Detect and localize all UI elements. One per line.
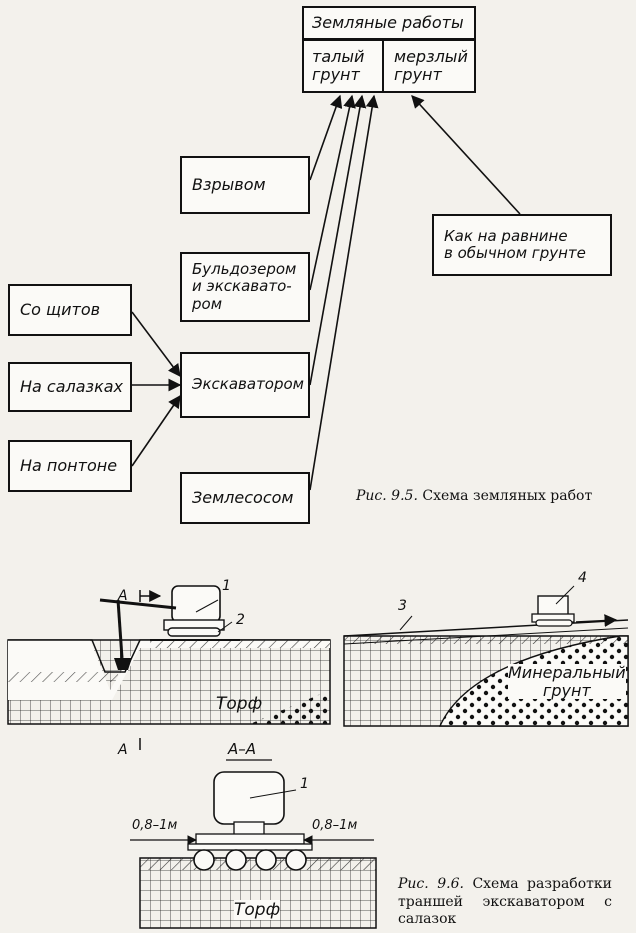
support-shields-label: Со щитов (20, 299, 101, 319)
fig96-caption-text: Схема разработки траншей экскаватором с … (398, 876, 612, 927)
soil-peat-section-label: Торф (234, 900, 281, 920)
section-aa-title: А–А (228, 740, 257, 758)
callout-4: 4 (578, 570, 587, 586)
fig96-right-panel (343, 585, 629, 727)
dim-right: 0,8–1м (312, 818, 358, 833)
section-a-bottom: А (118, 742, 128, 758)
callout-1-section: 1 (300, 776, 309, 792)
support-sledges-label: На салазках (20, 376, 123, 396)
callout-2: 2 (236, 612, 245, 628)
arrow-blast (309, 94, 343, 181)
arrow-dredge (309, 94, 379, 491)
thawed-soil-label: талый грунт (312, 46, 365, 84)
soil-mineral-label: Минеральный грунт (508, 663, 626, 700)
arrow-shields (131, 311, 181, 378)
method-box-dredge: Землесосом (180, 472, 310, 524)
method-box-blast: Взрывом (180, 156, 310, 214)
arrow-plain (411, 95, 521, 215)
method-bulldozer-label: Бульдозером и экскавато- ром (192, 260, 297, 313)
method-box-plain: Как на равнине в обычном грунте (432, 214, 612, 276)
fig95-caption: Рис. 9.5. Схема земляных работ (356, 488, 608, 506)
method-box-excavator: Экскаватором (180, 352, 310, 418)
method-plain-label: Как на равнине в обычном грунте (444, 226, 586, 262)
root-box-earthworks: Земляные работы (302, 6, 476, 40)
frozen-soil-label: мерзлый грунт (394, 46, 468, 84)
method-excavator-label: Экскаватором (192, 375, 304, 394)
fig95-arrows (131, 94, 521, 491)
fig96-left-panel (7, 585, 331, 750)
fig95-caption-label: Рис. 9.5. (356, 488, 418, 504)
arrow-excavator (309, 94, 367, 386)
fig96-caption-label: Рис. 9.6. (398, 876, 464, 892)
fig96-caption: Рис. 9.6. Схема разработки траншей экска… (398, 876, 612, 929)
dim-left: 0,8–1м (132, 818, 178, 833)
support-box-sledges: На салазках (8, 362, 132, 412)
arrow-pontoon (131, 394, 181, 467)
method-blast-label: Взрывом (192, 174, 266, 194)
arrow-bulldozer (309, 94, 356, 291)
soil-peat-label: Торф (216, 694, 263, 714)
method-dredge-label: Землесосом (192, 487, 294, 507)
section-a-top: А (118, 588, 128, 604)
frozen-soil-box: мерзлый грунт (382, 39, 476, 93)
callout-3: 3 (398, 598, 407, 614)
callout-1: 1 (222, 578, 231, 594)
fig95-caption-text: Схема земляных работ (422, 488, 593, 504)
support-box-pontoon: На понтоне (8, 440, 132, 492)
root-title: Земляные работы (312, 12, 464, 32)
method-box-bulldozer: Бульдозером и экскавато- ром (180, 252, 310, 322)
support-box-shields: Со щитов (8, 284, 132, 336)
support-pontoon-label: На понтоне (20, 455, 118, 475)
